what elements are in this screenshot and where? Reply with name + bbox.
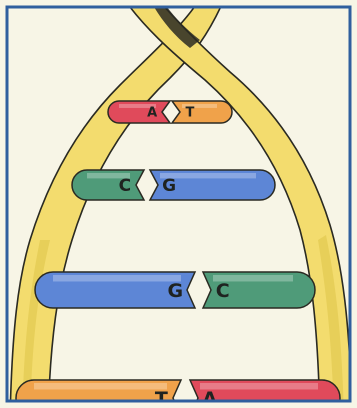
base-left-2-highlight bbox=[53, 275, 181, 281]
base-right-3-highlight bbox=[200, 383, 318, 389]
base-right-letter-2: C bbox=[216, 280, 230, 302]
base-right-letter-1: G bbox=[162, 176, 176, 196]
base-left-letter-1: C bbox=[119, 176, 131, 196]
base-right-letter-0: T bbox=[185, 106, 194, 121]
base-left-3-highlight bbox=[34, 383, 167, 389]
base-left-letter-2: G bbox=[167, 280, 183, 302]
base-left-letter-0: A bbox=[147, 106, 157, 121]
